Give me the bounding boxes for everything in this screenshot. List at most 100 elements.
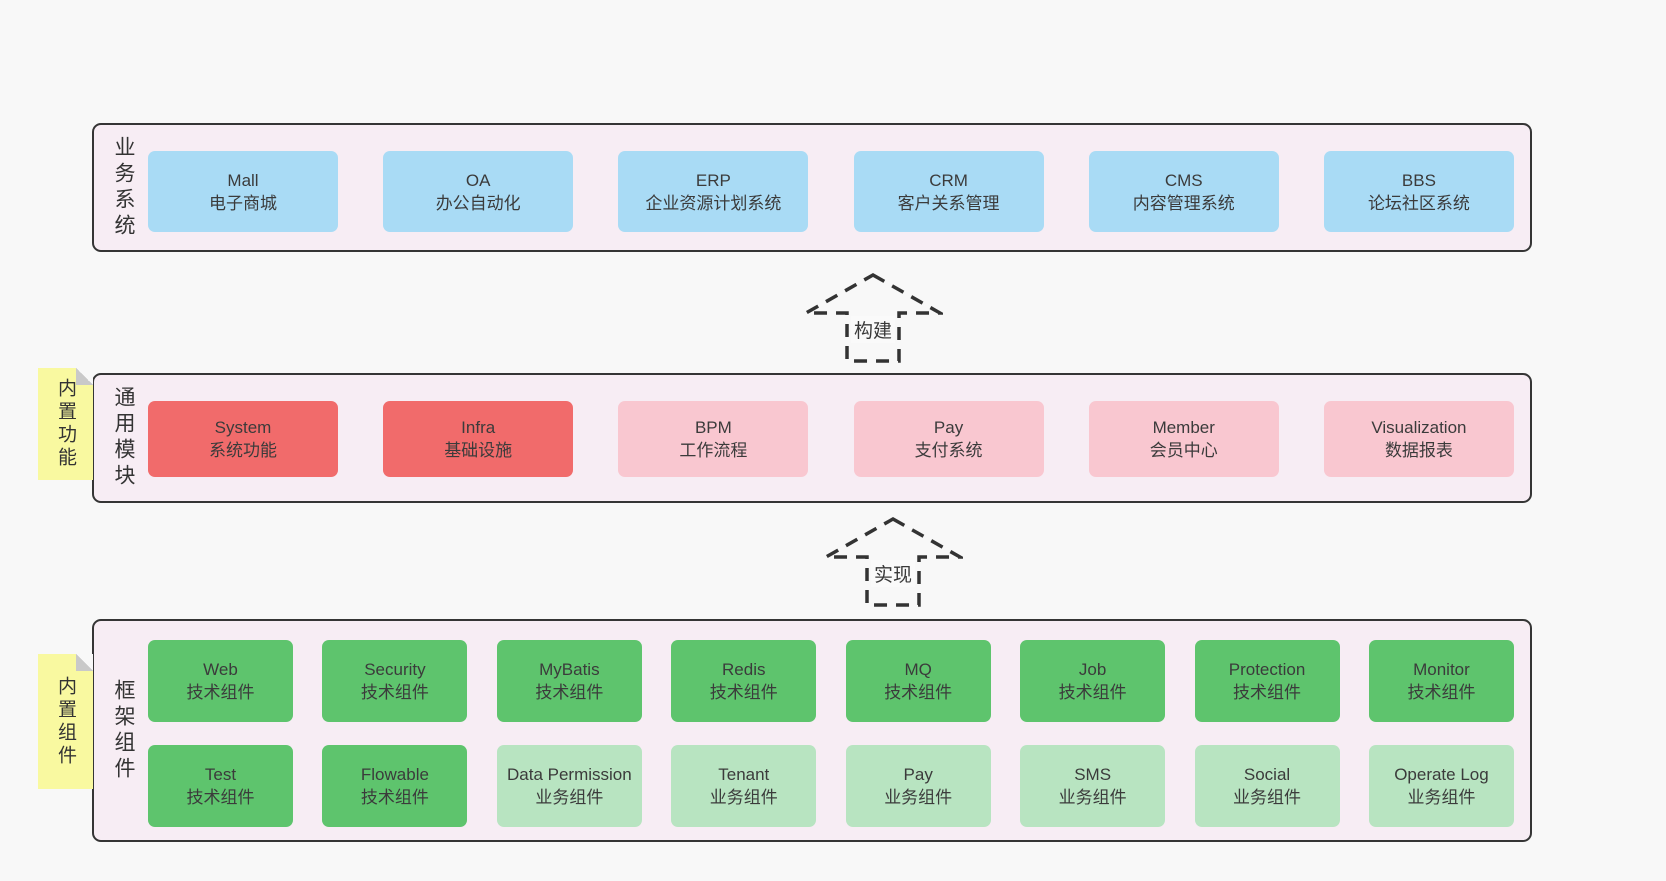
up-arrow-implement-icon: 实现 [823,516,963,608]
box-crm-zh: 客户关系管理 [897,193,1000,213]
box-job-zh: 技术组件 [1058,683,1127,702]
box-system-zh: 系统功能 [209,441,277,460]
box-infra-en: Infra [461,418,496,437]
box-security-zh: 技术组件 [360,683,429,702]
box-pay-biz-zh: 业务组件 [884,788,953,807]
box-test: Test 技术组件 [148,745,293,827]
box-mybatis-en: MyBatis [539,660,600,679]
box-data-permission-en: Data Permission [506,765,632,784]
box-operate-log-en: Operate Log [1394,765,1489,784]
box-job: Job 技术组件 [1020,640,1166,722]
box-sms-en: SMS [1074,765,1112,784]
box-sms-zh: 业务组件 [1058,788,1127,807]
components-box-row-2: Test 技术组件 Flowable 技术组件 Data Permission … [148,745,1514,827]
box-pay-en: Pay [933,418,964,437]
box-visualization: Visualization 数据报表 [1323,401,1514,477]
box-mall-en: Mall [227,170,259,190]
box-system-en: System [214,418,272,437]
box-erp: ERP 企业资源计划系统 [618,151,809,232]
box-system: System 系统功能 [148,401,338,477]
modules-box-row: System 系统功能 Infra 基础设施 BPM 工作流程 Pay 支付系统… [148,401,1514,477]
box-mybatis-zh: 技术组件 [535,683,604,702]
box-web: Web 技术组件 [148,640,293,722]
box-job-en: Job [1078,660,1107,679]
box-mybatis: MyBatis 技术组件 [496,640,642,722]
layer-title-modules: 通用模块 [112,386,135,490]
box-crm-en: CRM [929,170,968,190]
box-member: Member 会员中心 [1088,401,1279,477]
note-fold-icon [76,368,93,385]
layer-framework-components: 框架组件 Web 技术组件 Security 技术组件 MyBatis 技术组件… [92,619,1532,842]
box-flowable-en: Flowable [360,765,429,784]
box-protection-en: Protection [1228,660,1306,679]
box-mall-zh: 电子商城 [209,193,277,213]
sticky-note-builtin-components: 内置组件 [38,654,93,789]
box-redis-zh: 技术组件 [709,683,778,702]
note-builtin-components-text: 内置组件 [55,675,76,768]
box-oa-zh: 办公自动化 [435,193,521,213]
box-tenant: Tenant 业务组件 [671,745,817,827]
box-pay-zh: 支付系统 [914,441,983,460]
box-pay-biz-en: Pay [903,765,933,784]
box-test-en: Test [204,765,237,784]
business-box-row: Mall 电子商城 OA 办公自动化 ERP 企业资源计划系统 CRM 客户关系… [148,151,1514,232]
box-tenant-en: Tenant [718,765,770,784]
box-bbs-en: BBS [1401,170,1436,190]
components-box-row-1: Web 技术组件 Security 技术组件 MyBatis 技术组件 Redi… [148,640,1514,722]
box-data-permission-zh: 业务组件 [535,788,604,807]
box-social-zh: 业务组件 [1233,788,1302,807]
box-redis: Redis 技术组件 [671,640,817,722]
box-visualization-zh: 数据报表 [1384,441,1453,460]
box-web-zh: 技术组件 [186,683,255,702]
box-flowable-zh: 技术组件 [360,788,429,807]
box-test-zh: 技术组件 [186,788,255,807]
box-erp-en: ERP [695,170,731,190]
box-infra: Infra 基础设施 [383,401,574,477]
box-bbs-zh: 论坛社区系统 [1367,193,1470,213]
box-bpm: BPM 工作流程 [618,401,809,477]
box-social-en: Social [1243,765,1291,784]
box-social: Social 业务组件 [1194,745,1340,827]
box-redis-en: Redis [722,660,766,679]
layer-common-modules: 通用模块 System 系统功能 Infra 基础设施 BPM 工作流程 Pay… [92,373,1532,503]
box-mq: MQ 技术组件 [845,640,991,722]
box-cms-en: CMS [1164,170,1203,190]
box-operate-log-zh: 业务组件 [1407,788,1476,807]
box-monitor: Monitor 技术组件 [1368,640,1514,722]
arrow-build-label: 构建 [850,316,896,343]
sticky-note-builtin-features: 内置功能 [38,368,93,480]
layer-title-components: 框架组件 [112,678,135,783]
box-monitor-en: Monitor [1413,660,1470,679]
box-mq-zh: 技术组件 [884,683,953,702]
layer-title-business: 业务系统 [112,135,135,240]
box-mq-en: MQ [904,660,932,679]
note-builtin-features-text: 内置功能 [55,378,76,470]
box-bbs: BBS 论坛社区系统 [1323,151,1514,232]
box-data-permission: Data Permission 业务组件 [496,745,642,827]
note-fold-icon [76,654,93,671]
box-protection-zh: 技术组件 [1233,683,1302,702]
box-crm: CRM 客户关系管理 [853,151,1044,232]
box-cms: CMS 内容管理系统 [1088,151,1279,232]
box-erp-zh: 企业资源计划系统 [645,193,782,213]
box-tenant-zh: 业务组件 [709,788,778,807]
box-member-en: Member [1152,418,1215,437]
box-security-en: Security [364,660,426,679]
box-bpm-en: BPM [694,418,732,437]
box-pay-biz: Pay 业务组件 [845,745,991,827]
box-member-zh: 会员中心 [1149,441,1218,460]
box-protection: Protection 技术组件 [1194,640,1340,722]
box-bpm-zh: 工作流程 [679,441,748,460]
up-arrow-build-icon: 构建 [803,272,943,364]
box-monitor-zh: 技术组件 [1407,683,1476,702]
box-pay: Pay 支付系统 [853,401,1044,477]
arrow-implement-label: 实现 [870,560,916,587]
box-web-en: Web [203,660,238,679]
box-sms: SMS 业务组件 [1020,745,1166,827]
box-visualization-en: Visualization [1371,418,1467,437]
box-infra-zh: 基础设施 [444,441,513,460]
box-operate-log: Operate Log 业务组件 [1368,745,1514,827]
box-oa: OA 办公自动化 [383,151,574,232]
layer-business-systems: 业务系统 Mall 电子商城 OA 办公自动化 ERP 企业资源计划系统 CRM… [92,123,1532,252]
